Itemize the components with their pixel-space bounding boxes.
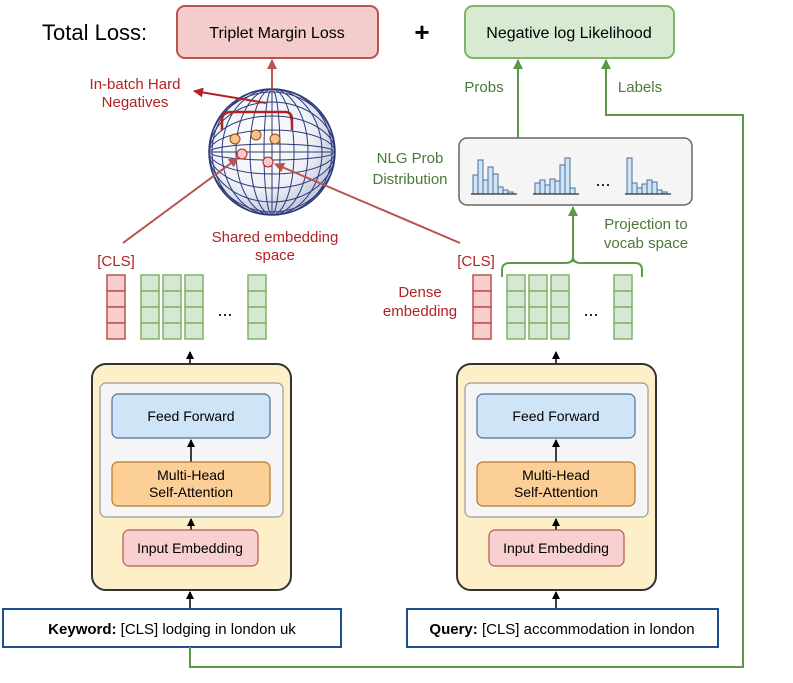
projection-line1: Projection to xyxy=(604,216,687,233)
token-brace xyxy=(501,256,643,277)
dense-embedding-line1: Dense xyxy=(398,284,441,301)
query-input-box xyxy=(406,608,719,648)
labels-line xyxy=(189,59,744,668)
triplet-loss-label: Triplet Margin Loss xyxy=(209,25,344,42)
right-feed-forward-box xyxy=(476,393,636,439)
keyword-text: [CLS] lodging in london uk xyxy=(117,621,297,638)
probs-label: Probs xyxy=(464,79,503,96)
hard-negatives-line1: In-batch Hard xyxy=(90,76,181,93)
nlg-ellipsis: ... xyxy=(595,170,610,190)
query-text: [CLS] accommodation in london xyxy=(478,621,695,638)
negative-point-3 xyxy=(269,133,281,145)
right-attention-line1: Multi-Head xyxy=(522,467,590,483)
nll-loss-label: Negative log Likelihood xyxy=(486,25,651,42)
prob-histogram-last xyxy=(625,157,671,195)
right-attention-line2: Self-Attention xyxy=(514,484,598,500)
right-token-vector-last xyxy=(613,274,633,340)
left-token-vector-2 xyxy=(162,274,182,340)
right-feed-forward-label: Feed Forward xyxy=(512,408,599,424)
query-point xyxy=(262,156,274,168)
keyword-label: Keyword: xyxy=(48,621,116,638)
projection-line2: vocab space xyxy=(604,235,688,252)
shared-embedding-sphere xyxy=(208,88,336,216)
arrow-keyword-cls-to-point xyxy=(122,157,239,244)
arrow-to-hard-negatives xyxy=(193,87,267,104)
query-input-text: Query: [CLS] accommodation in london xyxy=(429,621,694,638)
shared-space-line2: space xyxy=(255,247,295,264)
right-token-vector-3 xyxy=(550,274,570,340)
left-input-embedding-label: Input Embedding xyxy=(137,540,243,556)
keyword-input-box xyxy=(2,608,342,648)
left-input-embedding-box xyxy=(122,529,259,567)
triplet-loss-box xyxy=(176,5,379,59)
prob-histogram-2 xyxy=(533,157,579,195)
left-attention-box xyxy=(111,461,271,507)
left-attention-line2: Self-Attention xyxy=(149,484,233,500)
left-cls-label: [CLS] xyxy=(97,253,135,270)
total-loss-label: Total Loss: xyxy=(42,20,147,45)
right-cls-label: [CLS] xyxy=(457,253,495,270)
nlg-label-line2: Distribution xyxy=(372,171,447,188)
right-vectors-ellipsis: ... xyxy=(583,300,598,320)
left-cls-vector xyxy=(106,274,126,340)
dense-embedding-line2: embedding xyxy=(383,303,457,320)
negative-point-1 xyxy=(229,133,241,145)
left-feed-forward-label: Feed Forward xyxy=(147,408,234,424)
prob-histogram-1 xyxy=(471,159,517,195)
nlg-label-line1: NLG Prob xyxy=(377,150,444,167)
left-token-vector-last xyxy=(247,274,267,340)
arrow-query-cls-to-point xyxy=(274,162,461,244)
negative-point-2 xyxy=(250,129,262,141)
keyword-input-text: Keyword: [CLS] lodging in london uk xyxy=(48,621,296,638)
left-vectors-ellipsis: ... xyxy=(217,300,232,320)
left-feed-forward-box xyxy=(111,393,271,439)
right-token-vector-1 xyxy=(506,274,526,340)
right-cls-vector xyxy=(472,274,492,340)
left-token-vector-3 xyxy=(184,274,204,340)
left-token-vector-1 xyxy=(140,274,160,340)
shared-space-line1: Shared embedding xyxy=(212,229,339,246)
labels-label: Labels xyxy=(618,79,662,96)
right-token-vector-2 xyxy=(528,274,548,340)
hard-negatives-line2: Negatives xyxy=(102,94,169,111)
plus-sign: + xyxy=(414,17,429,47)
right-attention-box xyxy=(476,461,636,507)
right-input-embedding-box xyxy=(488,529,625,567)
query-label: Query: xyxy=(429,621,477,638)
nlg-distribution-box xyxy=(458,137,693,206)
right-input-embedding-label: Input Embedding xyxy=(503,540,609,556)
keyword-point xyxy=(236,148,248,160)
left-attention-line1: Multi-Head xyxy=(157,467,225,483)
nll-loss-box xyxy=(464,5,675,59)
